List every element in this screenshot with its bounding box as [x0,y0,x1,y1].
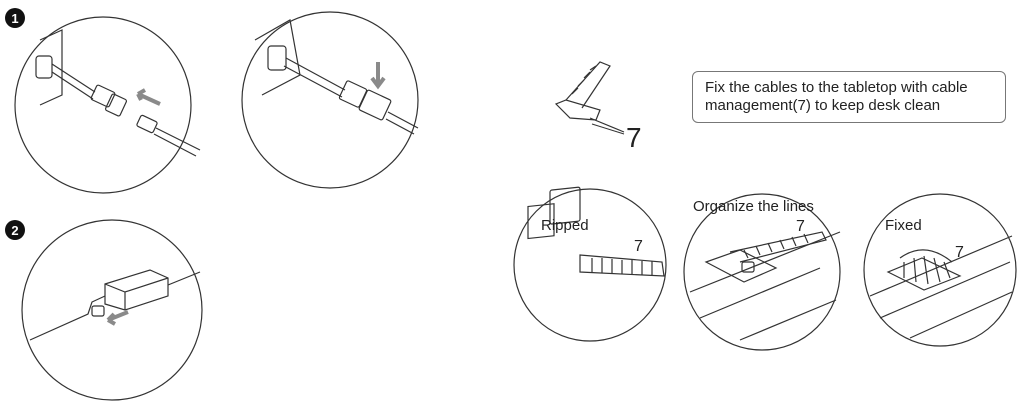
panel-ripped-label: Ripped [541,217,589,234]
step1-circle-right [241,11,419,189]
step-1-badge: 1 [5,8,25,28]
panel-organize [683,193,841,351]
callout-number: 7 [626,122,642,153]
step2-circle [21,219,203,401]
panel-ripped [513,186,667,342]
callout-leader [591,123,625,135]
cable-strap-item-7 [554,61,625,133]
panel-fixed-number: 7 [955,244,964,261]
insert-arrow-left [136,88,161,106]
panel-organize-number: 7 [796,218,805,235]
panel-ripped-number: 7 [634,238,643,255]
panel-organize-label: Organize the lines [693,198,814,215]
step1-circle-left [14,16,201,194]
panel-fixed [863,193,1017,347]
instruction-note: Fix the cables to the tabletop with cabl… [692,71,1006,123]
push-down-arrow [370,62,386,90]
insert-arrow-step2 [106,310,129,326]
panel-fixed-label: Fixed [885,217,922,234]
step-2-badge: 2 [5,220,25,240]
